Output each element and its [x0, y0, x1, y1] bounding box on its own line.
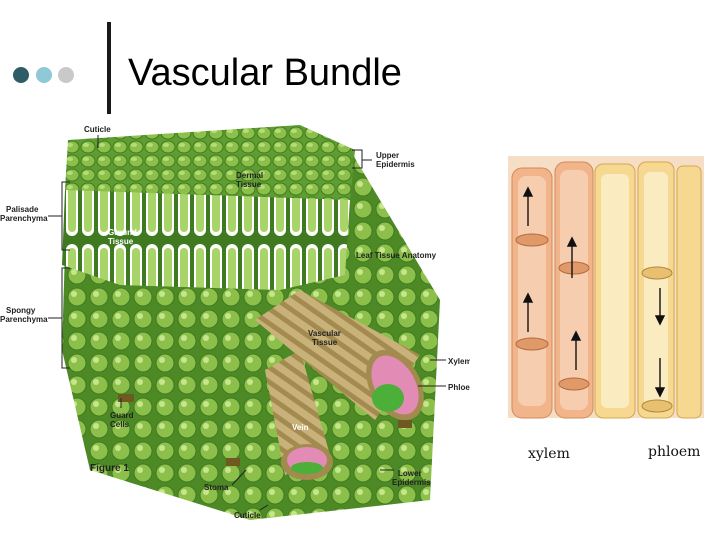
label-spongy-1: Spongy: [6, 306, 36, 315]
label-vein: Vein: [292, 423, 309, 432]
label-upper-epidermis-2: Epidermis: [376, 160, 415, 169]
label-lower-epidermis-2: Epidermis: [392, 478, 431, 487]
stoma-mark: [226, 458, 240, 466]
label-vascular-1: Vascular: [308, 329, 341, 338]
left-brackets: [48, 135, 446, 511]
xylem-phloem-figure: xylem phloem: [508, 156, 704, 462]
label-upper-epidermis-1: Upper: [376, 151, 399, 160]
label-cuticle-bottom: Cuticle: [234, 511, 261, 520]
leaf-anatomy-figure: Cuticle Dermal Tissue Upper Epidermis Pa…: [0, 125, 470, 520]
label-lower-epidermis-1: Lower: [398, 469, 422, 478]
label-spongy-2: Parenchyma: [0, 315, 48, 324]
label-figure-1: Figure 1: [90, 463, 129, 474]
label-palisade-1: Palisade: [6, 205, 39, 214]
vascular-bundle: [255, 290, 424, 421]
palisade-layer: [62, 190, 350, 290]
label-stoma: Stoma: [204, 483, 229, 492]
bullet-dot-dark: [13, 67, 29, 83]
label-phloem: Phloem: [448, 383, 470, 392]
label-phloem-lower: phloem: [648, 444, 700, 460]
bullet-dots: [13, 67, 74, 83]
label-xylem: Xylem: [448, 357, 470, 366]
guard-cells-mark: [118, 394, 134, 402]
label-palisade-2: Parenchyma: [0, 214, 48, 223]
flow-arrows: [522, 186, 666, 398]
label-guard-2: Cells: [110, 420, 130, 429]
bullet-dot-teal: [36, 67, 52, 83]
label-ground-2: Tissue: [108, 237, 134, 246]
label-guard-1: Guard: [110, 411, 134, 420]
upper-epidermis-layer: [65, 125, 355, 215]
label-vascular-2: Tissue: [312, 338, 338, 347]
stoma-mark-2: [398, 420, 412, 428]
label-ground-1: Ground: [108, 228, 137, 237]
label-leaf-tissue-anatomy: Leaf Tissue Anatomy: [356, 251, 437, 260]
phloem-cells: [594, 161, 702, 419]
label-dermal-1: Dermal: [236, 171, 263, 180]
label-dermal-2: Tissue: [236, 180, 262, 189]
xylem-vessels: [511, 161, 594, 419]
title-divider: [107, 22, 111, 114]
bullet-dot-gray: [58, 67, 74, 83]
label-cuticle-top: Cuticle: [84, 125, 111, 134]
slide-title: Vascular Bundle: [128, 52, 402, 94]
label-xylem-lower: xylem: [528, 446, 570, 462]
vein: [265, 350, 333, 480]
